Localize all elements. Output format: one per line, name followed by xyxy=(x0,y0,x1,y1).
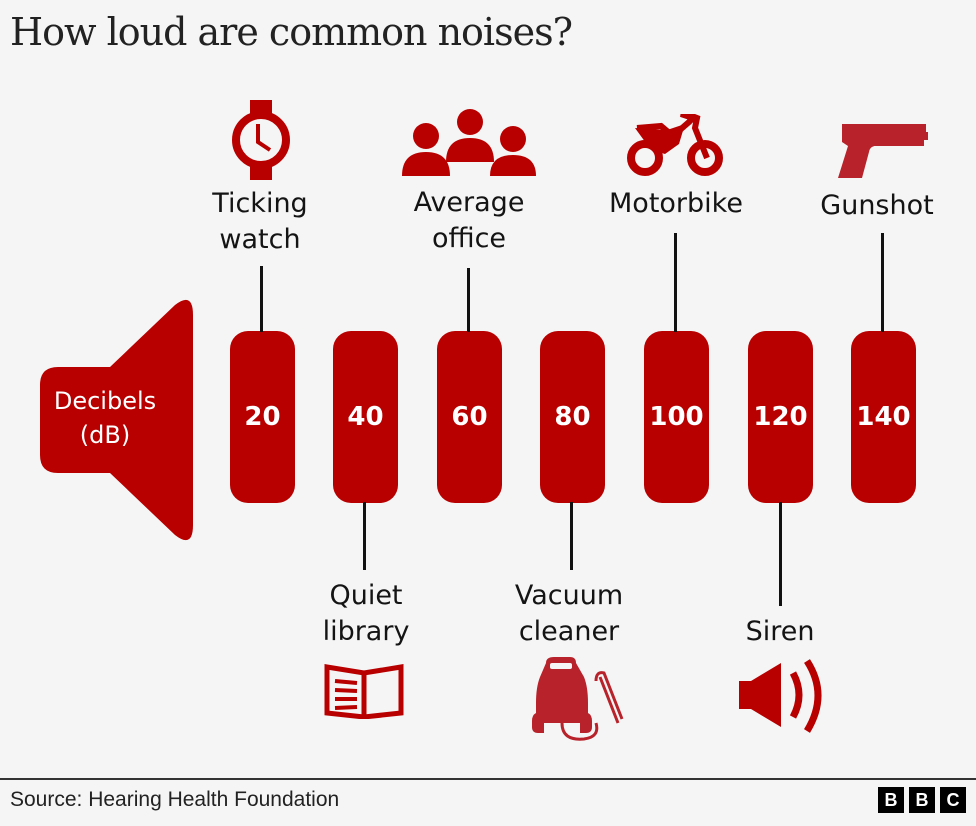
connector-line xyxy=(779,502,782,606)
label-line: Quiet xyxy=(329,580,403,611)
bbc-logo-letter: B xyxy=(878,787,904,813)
bbc-logo: B B C xyxy=(878,787,966,813)
db-pill-80: 80 xyxy=(540,331,605,503)
label-line: library xyxy=(322,616,410,647)
footer-divider xyxy=(0,778,976,780)
label-line: cleaner xyxy=(518,616,620,647)
people-icon xyxy=(402,109,536,176)
watch-icon xyxy=(232,100,290,180)
label-average-office: Average office xyxy=(389,185,549,257)
connector-line xyxy=(570,502,573,570)
db-pill-20: 20 xyxy=(230,331,295,503)
label-quiet-library: Quiet library xyxy=(286,578,446,650)
label-motorbike: Motorbike xyxy=(609,188,743,219)
label-line: Vacuum xyxy=(514,580,624,611)
scale-label: Decibels (dB) xyxy=(40,384,170,452)
label-line: office xyxy=(431,223,507,254)
source-text: Source: Hearing Health Foundation xyxy=(10,788,340,811)
siren-icon xyxy=(739,659,822,733)
label-gunshot: Gunshot xyxy=(820,190,934,221)
label-ticking-watch: Ticking watch xyxy=(180,186,340,258)
bbc-logo-letter: C xyxy=(940,787,966,813)
connector-line xyxy=(363,502,366,570)
label-siren: Siren xyxy=(745,616,815,647)
vacuum-icon xyxy=(532,657,624,741)
connector-line xyxy=(260,266,263,332)
db-pill-60: 60 xyxy=(437,331,502,503)
scale-label-line2: (dB) xyxy=(79,421,131,449)
scale-label-line1: Decibels xyxy=(53,387,157,415)
motorbike-icon xyxy=(627,114,723,176)
db-pill-40: 40 xyxy=(333,331,398,503)
speaker-icon xyxy=(40,299,193,541)
db-pill-100: 100 xyxy=(644,331,709,503)
label-line: Ticking xyxy=(212,188,308,219)
bbc-logo-letter: B xyxy=(909,787,935,813)
connector-line xyxy=(881,233,884,332)
connector-line xyxy=(467,268,470,332)
label-vacuum-cleaner: Vacuum cleaner xyxy=(489,578,649,650)
label-line: watch xyxy=(219,224,301,255)
gun-icon xyxy=(838,124,928,178)
label-line: Average xyxy=(413,187,525,218)
db-pill-140: 140 xyxy=(851,331,916,503)
chart-title: How loud are common noises? xyxy=(10,10,573,54)
book-icon xyxy=(324,664,404,719)
connector-line xyxy=(674,233,677,332)
db-pill-120: 120 xyxy=(748,331,813,503)
